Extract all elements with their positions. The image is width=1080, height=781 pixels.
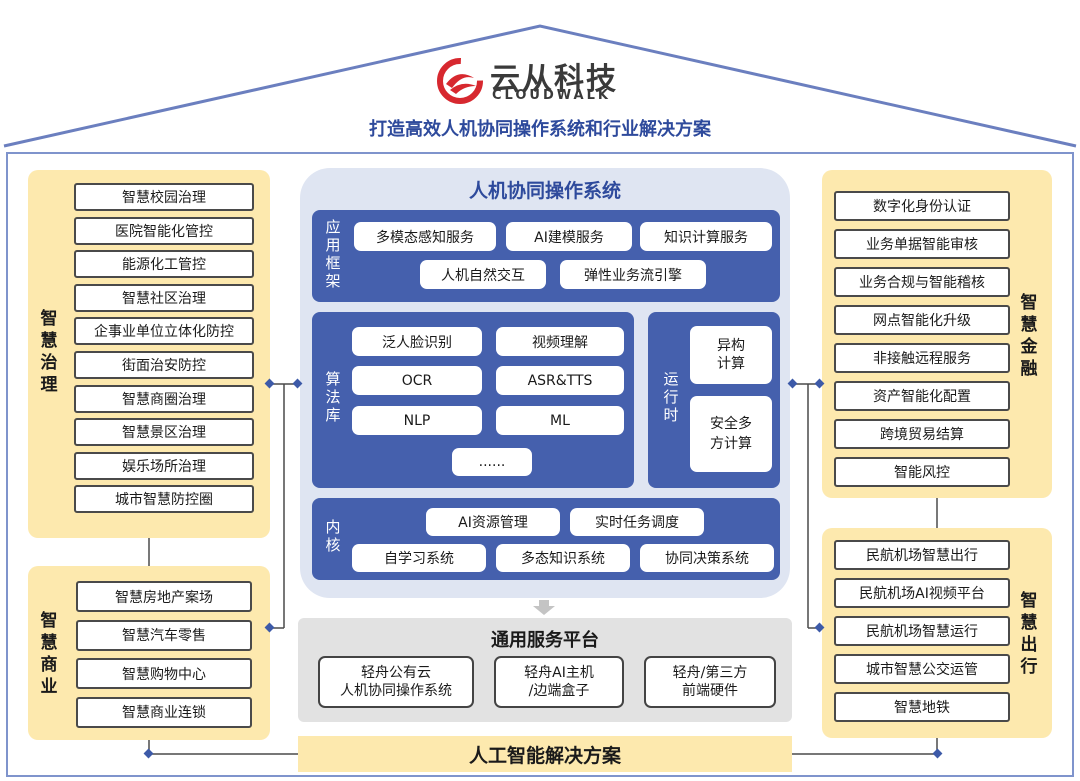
finance-item: 资产智能化配置	[834, 381, 1010, 411]
algo-video-understanding: 视频理解	[496, 327, 624, 356]
runtime-label: 运行时	[663, 370, 679, 424]
algo-asr-tts: ASR&TTS	[496, 366, 624, 395]
platform-frontend-hardware: 轻舟/第三方 前端硬件	[644, 656, 776, 708]
algo-nlp: NLP	[352, 406, 482, 435]
finance-item: 智能风控	[834, 457, 1010, 487]
commerce-item: 智慧购物中心	[76, 658, 252, 689]
governance-item: 医院智能化管控	[74, 216, 254, 245]
service-multimodal-perception: 多模态感知服务	[354, 222, 496, 251]
service-knowledge-computing: 知识计算服务	[640, 222, 772, 251]
ai-solutions-bar: 人工智能解决方案	[298, 736, 792, 772]
commerce-item: 智慧房地产案场	[76, 581, 252, 612]
algo-ocr: OCR	[352, 366, 482, 395]
label-smart-commerce: 智慧商业	[40, 611, 58, 697]
service-ai-modeling: AI建模服务	[506, 222, 632, 251]
os-title: 人机协同操作系统	[468, 180, 621, 202]
algo-more: ......	[452, 448, 532, 476]
commerce-item: 智慧汽车零售	[76, 619, 252, 651]
finance-item: 数字化身份认证	[834, 191, 1010, 221]
governance-item: 智慧校园治理	[74, 183, 254, 211]
platform-title: 通用服务平台	[491, 630, 599, 651]
app-framework-label: 应用框架	[325, 218, 341, 290]
commerce-item: 智慧商业连锁	[76, 696, 252, 728]
finance-item: 跨境贸易结算	[834, 419, 1010, 449]
roof-outline	[3, 24, 1077, 148]
arrow-down-icon	[533, 600, 555, 615]
mobility-item: 民航机场智慧运行	[834, 616, 1010, 646]
runtime-secure-mpc: 安全多 方计算	[690, 396, 772, 472]
platform-public-cloud: 轻舟公有云 人机协同操作系统	[318, 656, 474, 708]
finance-item: 业务合规与智能稽核	[834, 267, 1010, 297]
finance-item: 非接触远程服务	[834, 343, 1010, 373]
kernel-polymorphic-knowledge: 多态知识系统	[496, 544, 630, 572]
service-elastic-workflow: 弹性业务流引擎	[560, 260, 706, 289]
finance-item: 业务单据智能审核	[834, 229, 1010, 259]
kernel-realtime-scheduling: 实时任务调度	[570, 508, 704, 536]
governance-item: 智慧商圈治理	[74, 384, 254, 413]
algo-face-recognition: 泛人脸识别	[352, 327, 482, 356]
governance-item: 城市智慧防控圈	[74, 485, 254, 514]
mobility-item: 民航机场AI视频平台	[834, 578, 1010, 608]
kernel-self-learning: 自学习系统	[352, 544, 486, 572]
label-smart-finance: 智慧金融	[1020, 293, 1038, 379]
platform-ai-host: 轻舟AI主机 /边端盒子	[494, 656, 624, 708]
governance-item: 街面治安防控	[74, 351, 254, 379]
label-smart-mobility: 智慧出行	[1020, 591, 1038, 677]
kernel-collaborative-decision: 协同决策系统	[640, 544, 774, 572]
finance-item: 网点智能化升级	[834, 305, 1010, 335]
cloudwalk-logo-icon	[437, 58, 483, 104]
governance-item: 企事业单位立体化防控	[74, 317, 254, 346]
mobility-item: 城市智慧公交运管	[834, 654, 1010, 684]
slogan-title: 打造高效人机协同操作系统和行业解决方案	[369, 119, 711, 140]
governance-item: 娱乐场所治理	[74, 451, 254, 480]
governance-item: 能源化工管控	[74, 250, 254, 279]
algo-ml: ML	[496, 406, 624, 435]
service-human-interaction: 人机自然交互	[420, 260, 546, 289]
runtime-heterogeneous-computing: 异构 计算	[690, 326, 772, 384]
algorithm-library-label: 算法库	[325, 370, 341, 424]
kernel-label: 内核	[325, 518, 341, 554]
logo-text-en: CLOUDWALK	[492, 88, 611, 103]
mobility-item: 智慧地铁	[834, 692, 1010, 722]
governance-item: 智慧景区治理	[74, 418, 254, 447]
kernel-ai-resource-mgmt: AI资源管理	[426, 508, 560, 536]
label-smart-governance: 智慧治理	[40, 309, 58, 395]
logo-text-cn: 云从科技	[490, 62, 618, 97]
governance-item: 智慧社区治理	[74, 283, 254, 312]
mobility-item: 民航机场智慧出行	[834, 540, 1010, 570]
